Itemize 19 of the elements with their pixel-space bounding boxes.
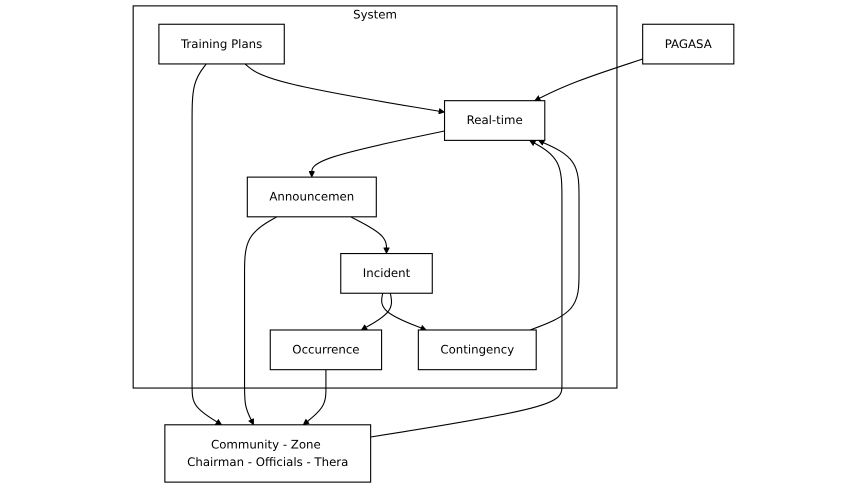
node-box: Contingency (418, 329, 537, 370)
arrow (534, 58, 643, 101)
arrow (381, 293, 427, 331)
arrow (244, 64, 445, 114)
arrow (192, 64, 222, 426)
arrow (360, 293, 392, 330)
node-box: Training Plans (158, 24, 285, 64)
node-box: Occurrence (270, 329, 382, 370)
node-box: Community - Zone Chairman - Officials - Thera (164, 424, 372, 483)
arrow (302, 370, 326, 426)
node-box: Incident (340, 253, 433, 294)
arrow (370, 140, 562, 438)
node-box: Announcemen (246, 176, 377, 218)
arrow (308, 130, 445, 178)
arrow (530, 140, 580, 330)
arrow (244, 216, 278, 426)
arrow (350, 216, 390, 254)
node-box: Real-time (444, 100, 546, 141)
node-box: PAGASA (642, 24, 734, 64)
